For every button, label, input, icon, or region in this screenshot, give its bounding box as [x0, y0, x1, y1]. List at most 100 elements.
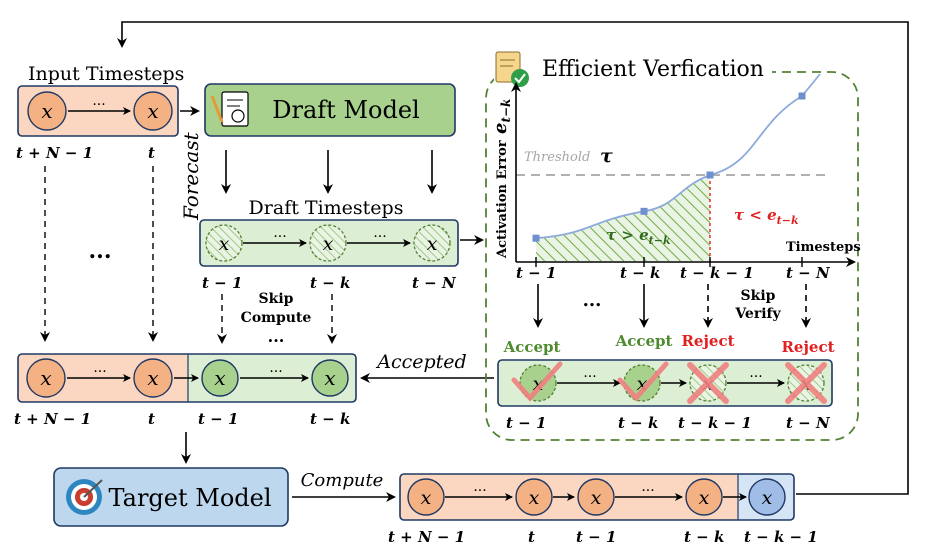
verification-icon: [495, 51, 529, 87]
draft-node-1: [205, 224, 243, 262]
tgt-dots-2: ···: [641, 483, 654, 499]
draft-node-3: [413, 224, 451, 262]
input-label-1: t + N − 1: [16, 144, 93, 162]
target-model-label: Target Model: [108, 484, 271, 512]
status-accept-2: Accept: [615, 332, 673, 350]
draft-node-2: [309, 224, 347, 262]
draft-label-2: t − k: [310, 274, 350, 292]
ver-label-3: t − k − 1: [678, 414, 752, 432]
region-below-label: τ > et−k: [606, 226, 671, 247]
ver-node-2-symbol: x: [637, 373, 648, 395]
acc-node-3-symbol: x: [214, 366, 225, 390]
skip-verify-label-2: Verify: [734, 306, 781, 322]
forecast-label: Forecast: [179, 131, 203, 221]
input-dots: ···: [92, 97, 105, 113]
draft-row-nodes: x ··· x ··· x: [205, 224, 451, 262]
verification-panel: [485, 71, 859, 441]
target-row-nodes: x ··· x x ··· x x: [407, 478, 786, 516]
skip-compute-label-2: Compute: [241, 310, 312, 326]
target-row-box: [399, 473, 795, 521]
ver-label-4: t − N: [786, 414, 831, 432]
draft-node-2-symbol: x: [323, 233, 334, 255]
accepted-row-box: [17, 353, 357, 403]
accept-check-2: [617, 361, 669, 402]
acc-dots-1: ···: [93, 364, 106, 380]
input-label-2: t: [148, 144, 155, 162]
hatch-area: [536, 175, 710, 261]
verify-ellipsis: ...: [583, 290, 602, 311]
threshold-symbol: τ: [600, 145, 613, 167]
tgt-dots-1: ···: [473, 483, 486, 499]
input-timesteps-title: Input Timesteps: [28, 63, 184, 85]
tgt-node-5-symbol: x: [762, 487, 773, 509]
draft-label-3: t − N: [412, 274, 457, 292]
x-tick-label-1: t − 1: [516, 264, 556, 282]
input-row-nodes: x ··· x: [27, 91, 173, 131]
accepted-label: Accepted: [375, 351, 466, 373]
reject-cross-1: [687, 362, 729, 404]
data-point-3: [706, 171, 714, 179]
acc-dots-2: ···: [269, 364, 282, 380]
draft-dots-2: ···: [373, 229, 386, 245]
draft-node-1-symbol: x: [219, 233, 230, 255]
draft-model-icon: [210, 91, 249, 127]
skip-compute-label-1: Skip: [259, 291, 294, 307]
data-point-2: [640, 207, 648, 215]
ver-node-1-symbol: x: [533, 373, 544, 395]
status-reject-1: Reject: [681, 332, 734, 350]
status-reject-2: Reject: [781, 338, 834, 356]
reject-cross-2: [785, 362, 827, 404]
target-model-box: [53, 467, 289, 527]
input-node-2-symbol: x: [147, 99, 158, 123]
data-point-1: [532, 234, 540, 242]
x-tick-label-4: t − N: [786, 264, 831, 282]
tgt-label-3: t − 1: [576, 528, 616, 546]
panel-title-bg: [494, 50, 772, 88]
left-ellipsis: ...: [89, 238, 112, 264]
draft-model-label: Draft Model: [272, 96, 419, 124]
acc-label-3: t − 1: [198, 410, 238, 428]
tgt-node-4-symbol: x: [699, 487, 710, 509]
ver-label-2: t − k: [618, 414, 658, 432]
acc-node-1-symbol: x: [40, 366, 51, 390]
tgt-label-2: t: [528, 528, 535, 546]
activation-error-chart: [511, 73, 856, 267]
draft-dots-1: ···: [273, 229, 286, 245]
threshold-label: Threshold: [524, 150, 590, 165]
ver-dots-1: ···: [583, 369, 596, 385]
efficient-verification-title: Efficient Verfication: [542, 57, 764, 82]
skip-verify-label-1: Skip: [741, 288, 776, 304]
ver-label-1: t − 1: [506, 414, 546, 432]
mid-ellipsis: ...: [268, 327, 285, 346]
x-tick-label-2: t − k: [620, 264, 660, 282]
input-node-1: [27, 91, 67, 131]
draft-label-1: t − 1: [202, 274, 242, 292]
region-above-label: τ < et−k: [734, 206, 799, 227]
loop-line-right: [117, 21, 909, 495]
accepted-row-nodes: x ··· x x ··· x: [26, 358, 349, 398]
target-icon: [66, 479, 103, 515]
compute-label: Compute: [301, 470, 384, 491]
y-axis-symbol: et−k: [490, 99, 513, 134]
draft-timesteps-title: Draft Timesteps: [249, 197, 404, 219]
tgt-node-1-symbol: x: [421, 487, 432, 509]
tgt-label-5: t − k − 1: [744, 528, 818, 546]
input-node-1-symbol: x: [41, 99, 52, 123]
acc-label-1: t + N − 1: [14, 410, 91, 428]
ver-dots-2: ···: [749, 369, 762, 385]
tgt-label-4: t − k: [684, 528, 724, 546]
acc-label-2: t: [148, 410, 155, 428]
y-axis-label: Activation Error: [495, 140, 510, 259]
x-tick-label-3: t − k − 1: [680, 264, 754, 282]
draft-model-box: [204, 83, 456, 137]
x-axis-label: Timesteps: [786, 240, 861, 255]
tgt-node-3-symbol: x: [591, 487, 602, 509]
acc-node-4-symbol: x: [324, 366, 335, 390]
draft-node-3-symbol: x: [427, 233, 438, 255]
tgt-label-1: t + N − 1: [388, 528, 465, 546]
input-node-2: [133, 91, 173, 131]
accept-check-1: [511, 361, 563, 402]
status-accept-1: Accept: [503, 338, 561, 356]
data-point-4: [798, 92, 806, 100]
